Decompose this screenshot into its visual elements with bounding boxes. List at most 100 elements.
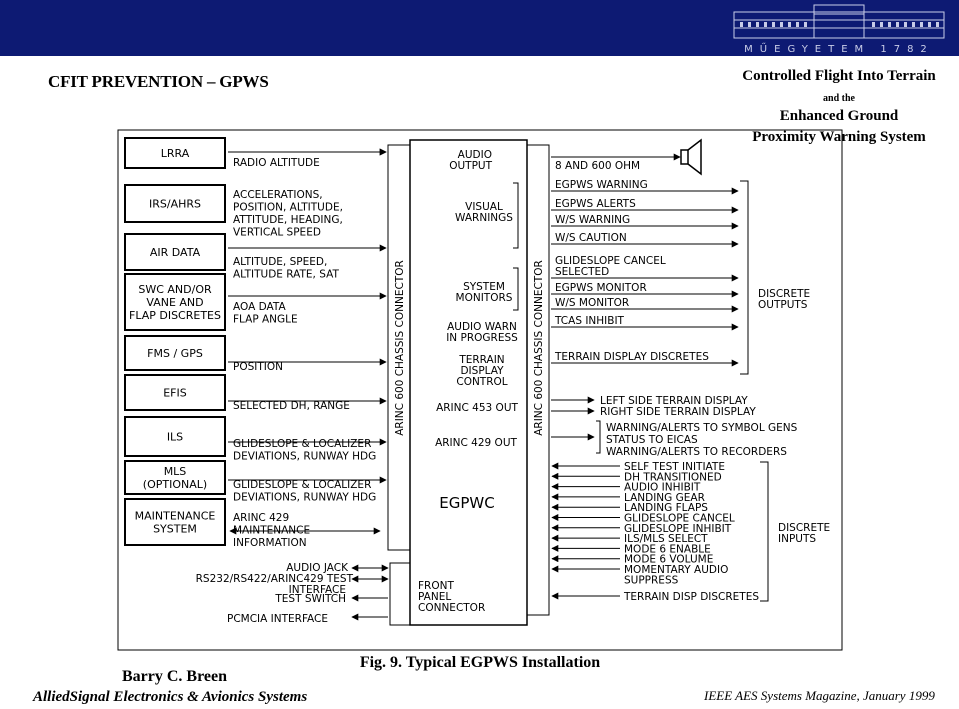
front-panel-signal-label: PCMCIA INTERFACE	[227, 613, 328, 625]
source-box-label: ILS	[167, 431, 183, 444]
source-box	[124, 374, 226, 411]
output-signal-label: GLIDESLOPE CANCEL	[555, 255, 666, 267]
output-signal-label: W/S CAUTION	[555, 232, 627, 244]
output-signal-label: 8 AND 600 OHM	[555, 160, 640, 172]
arinc429-output-label: STATUS TO EICAS	[606, 434, 698, 446]
egpwc-section-label: OUTPUT	[449, 160, 492, 172]
source-box	[124, 416, 226, 457]
discrete-input-label: AUDIO INHIBIT	[624, 482, 701, 494]
discrete-input-label: ILS/MLS SELECT	[624, 533, 708, 545]
discrete-input-label: GLIDESLOPE INHIBIT	[624, 523, 732, 535]
discrete-input-label: LANDING FLAPS	[624, 502, 708, 514]
egpwc-section-label: MONITORS	[456, 292, 513, 304]
discrete-input-label: MODE 6 VOLUME	[624, 554, 713, 566]
input-signal-label: RADIO ALTITUDE	[233, 157, 320, 169]
source-box-label: (OPTIONAL)	[143, 478, 207, 491]
discrete-input-label: MOMENTARY AUDIO	[624, 564, 728, 576]
right-title-line-3: Enhanced Ground	[779, 108, 899, 124]
front-panel-signal-label: RS232/RS422/ARINC429 TEST	[196, 573, 354, 585]
egpwc-section-label: ARINC 429 OUT	[435, 437, 517, 449]
source-box-label: IRS/AHRS	[149, 198, 201, 211]
egpwc-section-label: AUDIO	[458, 149, 492, 161]
output-signal-label: EGPWS ALERTS	[555, 198, 636, 210]
right-title-line-4: Proximity Warning System	[752, 129, 926, 145]
banner-text: MŰEGYETEM 1782	[744, 41, 934, 55]
header-banner: MŰEGYETEM 1782	[0, 0, 959, 56]
output-signal-label: W/S MONITOR	[555, 297, 629, 309]
source-box-label: MLS	[164, 465, 187, 478]
speaker-icon	[680, 138, 702, 176]
diagram-frame	[117, 129, 843, 651]
discrete-input-label: DH TRANSITIONED	[624, 471, 722, 483]
source-box-label: LRRA	[161, 147, 190, 160]
arinc429-output-label: WARNING/ALERTS TO SYMBOL GENS	[606, 422, 798, 434]
output-signal-label: TERRAIN DISPLAY DISCRETES	[554, 351, 709, 363]
slide-title: CFIT PREVENTION – GPWS	[48, 72, 269, 91]
egpwc-section-label: TERRAIN	[458, 354, 504, 366]
discrete-inputs-bracket	[760, 461, 769, 602]
arinc453-output-label: RIGHT SIDE TERRAIN DISPLAY	[600, 406, 756, 418]
source-box-label: SWC AND/OR	[138, 283, 212, 296]
output-signal-label: EGPWS MONITOR	[555, 282, 647, 294]
left-connector-label: ARINC 600 CHASSIS CONNECTOR	[394, 260, 406, 436]
front-panel-connector-box	[389, 562, 411, 626]
source-box-label: SYSTEM	[153, 523, 197, 536]
input-signal-label: GLIDESLOPE & LOCALIZER	[233, 479, 371, 491]
university-logo: MŰEGYETEM 1782	[733, 4, 945, 55]
discrete-outputs-bracket	[740, 180, 749, 375]
input-signal-label: AOA DATA	[233, 301, 286, 313]
egpwc-section-label: IN PROGRESS	[446, 332, 518, 344]
output-signal-label: TCAS INHIBIT	[554, 315, 625, 327]
discrete-outputs-label: DISCRETE	[758, 288, 810, 300]
egpwc-section-label: AUDIO WARN	[447, 321, 517, 333]
egpwc-section-label: VISUAL	[465, 201, 503, 213]
input-signal-label: SELECTED DH, RANGE	[233, 400, 350, 412]
source-box-label: EFIS	[163, 387, 187, 400]
input-signal-label: POSITION	[233, 361, 283, 373]
input-signal-label: VERTICAL SPEED	[233, 227, 321, 239]
discrete-input-label: SELF TEST INITIATE	[624, 461, 725, 473]
front-panel-label: FRONT	[418, 580, 454, 592]
source-box	[124, 335, 226, 371]
right-title-line-1: Controlled Flight Into Terrain	[742, 68, 936, 84]
figure-caption: Fig. 9. Typical EGPWS Installation	[359, 654, 601, 671]
source-box	[124, 233, 226, 271]
input-signal-label: FLAP ANGLE	[233, 314, 298, 326]
source-box	[124, 184, 226, 223]
egpwc-label: EGPWC	[439, 494, 494, 512]
egpwc-section-label: DISPLAY	[460, 365, 504, 377]
front-panel-label: PANEL	[418, 591, 451, 603]
front-panel-signal-label: INTERFACE	[289, 584, 346, 596]
input-signal-label: DEVIATIONS, RUNWAY HDG	[233, 451, 376, 463]
author-affiliation: AlliedSignal Electronics & Avionics Syst…	[33, 689, 308, 705]
source-box-label: MAINTENANCE	[135, 510, 216, 523]
discrete-input-label: TERRAIN DISP DISCRETES	[623, 591, 759, 603]
source-box	[124, 137, 226, 169]
front-panel-signal-label: TEST SWITCH	[274, 593, 346, 605]
discrete-input-label: SUPPRESS	[624, 574, 679, 586]
right-connector-label: ARINC 600 CHASSIS CONNECTOR	[533, 260, 545, 436]
discrete-input-label: LANDING GEAR	[624, 492, 705, 504]
source-box-label: VANE AND	[146, 296, 203, 309]
input-signal-label: POSITION, ALTITUDE,	[233, 202, 343, 214]
source-box-label: AIR DATA	[150, 246, 201, 259]
output-signal-label: W/S WARNING	[555, 214, 630, 226]
front-panel-signal-label: AUDIO JACK	[286, 562, 349, 574]
input-signal-label: ALTITUDE, SPEED,	[233, 256, 327, 268]
arinc429-bracket	[596, 420, 601, 454]
discrete-inputs-label: INPUTS	[778, 533, 816, 545]
source-box-label: FLAP DISCRETES	[129, 309, 221, 322]
input-signal-label: ARINC 429	[233, 512, 289, 524]
author-name: Barry C. Breen	[122, 668, 228, 685]
egpwc-section-label: SYSTEM	[463, 281, 505, 293]
egpwc-section-label: CONTROL	[456, 376, 507, 388]
arinc453-output-label: LEFT SIDE TERRAIN DISPLAY	[600, 395, 748, 407]
output-signal-label: EGPWS WARNING	[555, 179, 648, 191]
source-box	[124, 273, 226, 331]
input-signal-label: ALTITUDE RATE, SAT	[233, 269, 339, 281]
discrete-input-label: GLIDESLOPE CANCEL	[624, 513, 735, 525]
egpwc-box	[409, 139, 528, 626]
front-panel-label: CONNECTOR	[418, 602, 485, 614]
output-signal-label: SELECTED	[555, 266, 609, 278]
